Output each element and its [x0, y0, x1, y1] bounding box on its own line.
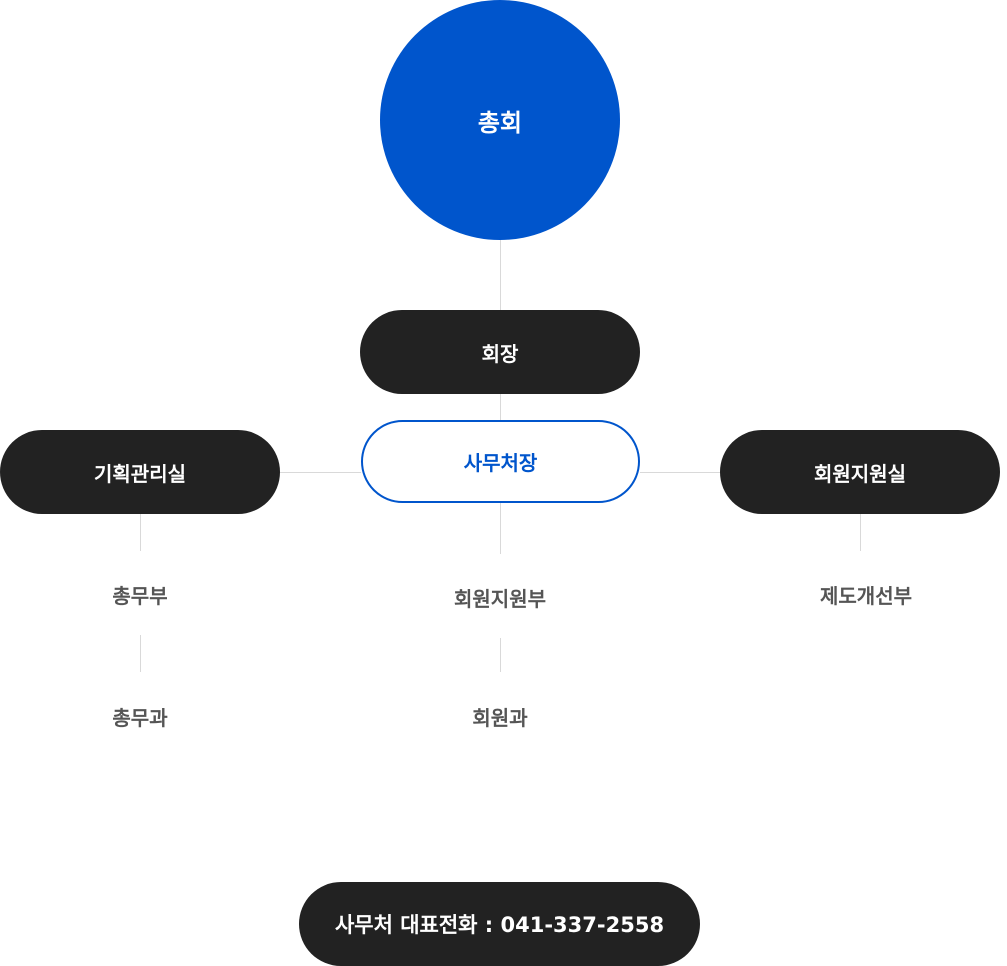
general-affairs-section: 총무과 [112, 706, 168, 730]
secretary-general-label: 사무처장 [463, 451, 538, 475]
member-section: 회원과 [472, 706, 528, 730]
planning-office-node: 기획관리실 [0, 430, 280, 514]
connector-right-office-to-dept [860, 514, 861, 551]
connector-left-office [279, 472, 361, 473]
office-phone-badge: 사무처 대표전화 : 041-337-2558 [299, 882, 700, 966]
connector-chairman-to-secretary [500, 393, 501, 421]
connector-left-office-to-dept [140, 514, 141, 551]
planning-office-label: 기획관리실 [94, 461, 186, 486]
chairman-node: 회장 [360, 310, 640, 394]
member-support-dept: 회원지원부 [454, 587, 546, 611]
connector-center-dept-to-section [500, 638, 501, 672]
connector-secretary-to-dept [500, 503, 501, 554]
general-affairs-dept: 총무부 [112, 584, 168, 608]
system-improvement-dept: 제도개선부 [820, 584, 912, 608]
member-support-office-label: 회원지원실 [814, 461, 906, 486]
connector-right-office [640, 472, 721, 473]
connector-top-to-chairman [500, 238, 501, 310]
chairman-label: 회장 [481, 341, 519, 366]
member-support-office-node: 회원지원실 [720, 430, 1000, 514]
secretary-general-node: 사무처장 [361, 420, 640, 503]
office-phone-text: 사무처 대표전화 : 041-337-2558 [334, 913, 665, 937]
connector-left-dept-to-section [140, 635, 141, 672]
general-assembly-node: 총회 [380, 0, 620, 240]
general-assembly-label: 총회 [477, 108, 523, 137]
